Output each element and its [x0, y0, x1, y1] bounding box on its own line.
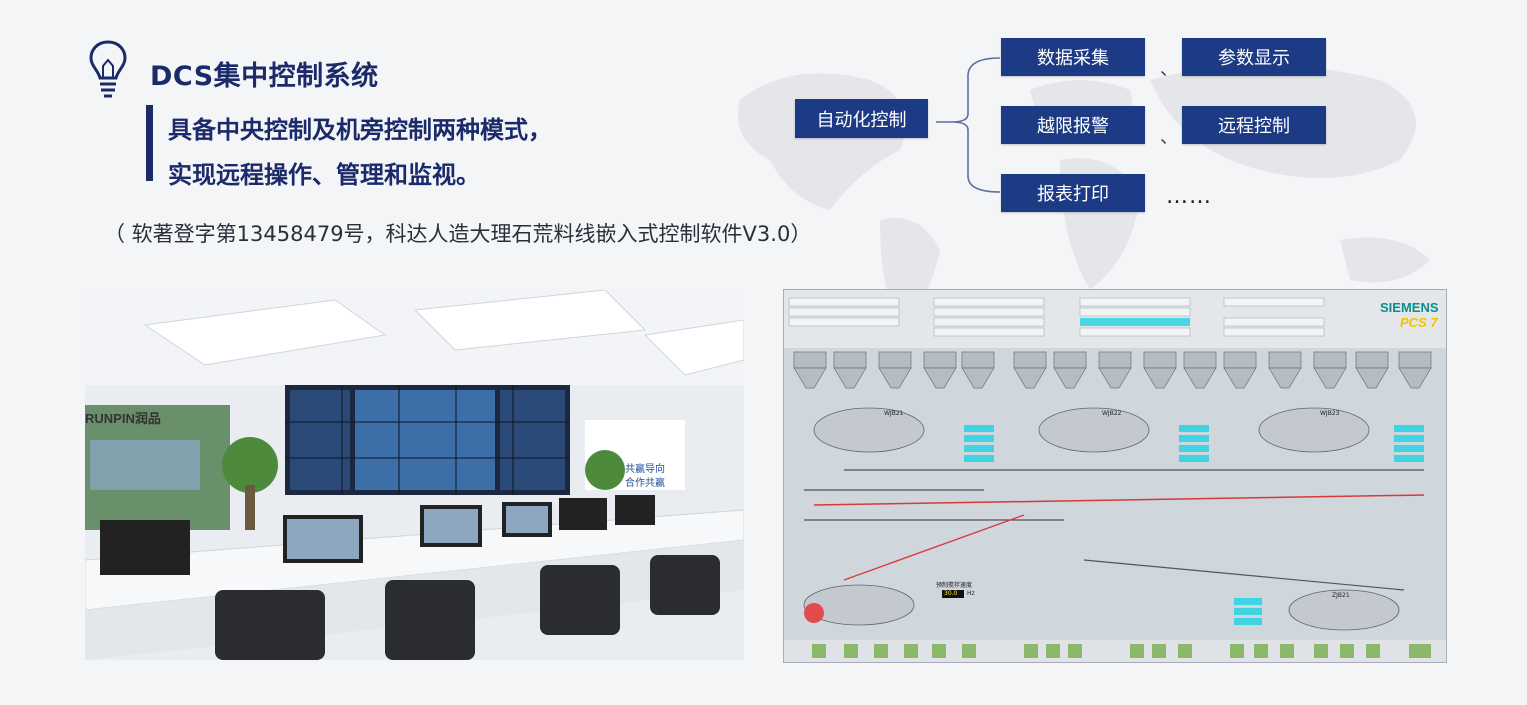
scada-screenshot: SIEMENS PCS 7 预制搅拌速度 30.0 Hz WJB21 WJB22… — [783, 289, 1447, 663]
bracket-connector — [936, 57, 1001, 193]
automation-control-box: 自动化控制 — [795, 99, 928, 138]
brand-logo-text: RUNPIN润品 — [85, 411, 161, 426]
separator-2: 、 — [1160, 127, 1178, 148]
mixer-label-3: WJB23 — [1320, 410, 1340, 417]
more-ellipsis: …… — [1166, 184, 1212, 209]
wall-sign-2: 合作共赢 — [625, 478, 665, 489]
lightbulb-icon — [89, 40, 127, 98]
pcs7-logo: PCS 7 — [1400, 315, 1438, 330]
control-room-photo: RUNPIN润品 共赢导向 合作共赢 — [85, 290, 744, 660]
separator-1: 、 — [1160, 59, 1178, 80]
accent-bar — [146, 105, 153, 181]
wall-sign-1: 共赢导向 — [625, 464, 665, 475]
mixer-label-2: WJB22 — [1102, 410, 1122, 417]
limit-alarm-box: 越限报警 — [1001, 106, 1145, 144]
siemens-logo: SIEMENS — [1380, 300, 1439, 315]
software-copyright-note: （ 软著登字第13458479号，科达人造大理石荒料线嵌入式控制软件V3.0） — [104, 222, 812, 246]
speed-unit: Hz — [967, 590, 975, 597]
description-line-1: 具备中央控制及机旁控制两种模式， — [168, 116, 552, 144]
section-title: DCS集中控制系统 — [150, 61, 379, 92]
parameter-display-box: 参数显示 — [1182, 38, 1326, 76]
description-line-2: 实现远程操作、管理和监视。 — [168, 161, 480, 189]
speed-value: 30.0 — [944, 590, 958, 597]
report-print-box: 报表打印 — [1001, 174, 1145, 212]
mixer-label-4: ZJB21 — [1332, 592, 1350, 599]
remote-control-box: 远程控制 — [1182, 106, 1326, 144]
data-acquisition-box: 数据采集 — [1001, 38, 1145, 76]
mixer-label-1: WJB21 — [884, 410, 904, 417]
speed-label: 预制搅拌速度 — [936, 582, 973, 589]
